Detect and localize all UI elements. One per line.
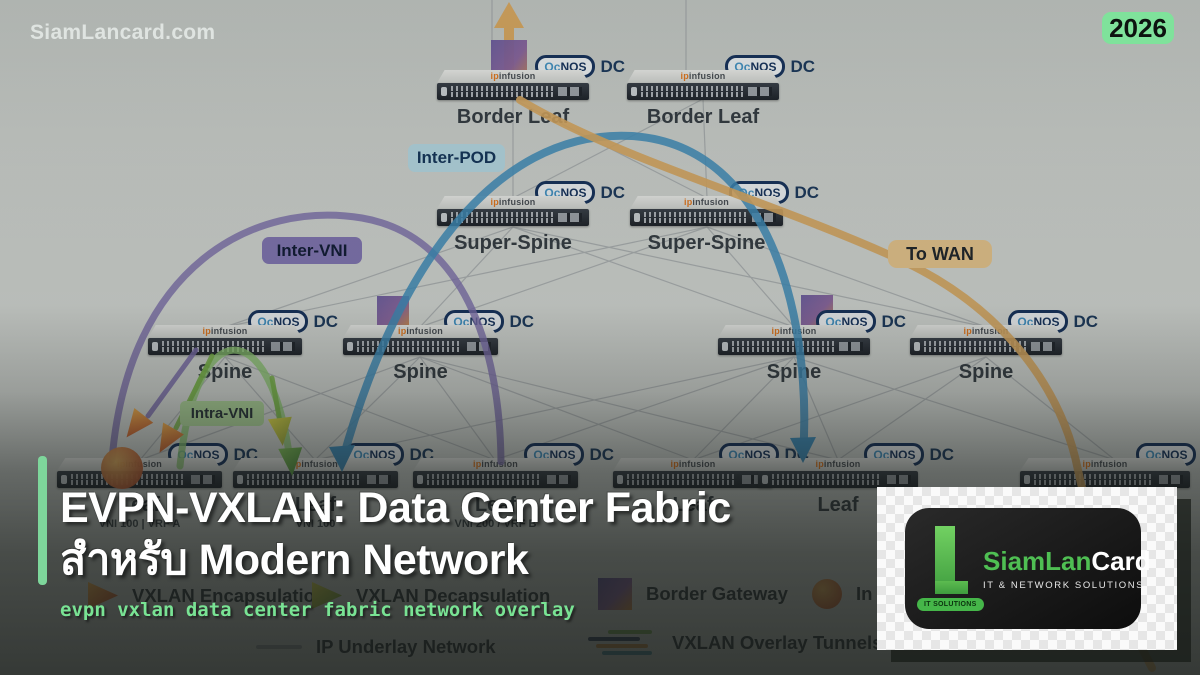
tunnel-label-intra-vni: Intra-VNI [180, 401, 264, 426]
logo-card-inner: IT SOLUTIONS SiamLanCard IT & NETWORK SO… [905, 508, 1151, 629]
inter-pod-arrow-right [790, 437, 816, 463]
it-solutions-pill: IT SOLUTIONS [917, 597, 984, 611]
tunnel-label-to-wan: To WAN [888, 240, 992, 268]
title-accent-bar [38, 456, 47, 585]
brand-tagline: IT & NETWORK SOLUTIONS [983, 580, 1145, 591]
brand-name: SiamLanCard [983, 546, 1151, 576]
title-line-2: สำหรับ Modern Network [60, 536, 529, 585]
tunnel-label-inter-pod: Inter-POD [408, 144, 505, 172]
tunnel-label-inter-vni: Inter-VNI [262, 237, 362, 264]
inter-pod-arrow-left [329, 445, 355, 472]
siamlancard-logo-mark: IT SOLUTIONS [917, 525, 984, 612]
logo-text: SiamLanCard IT & NETWORK SOLUTIONS [983, 546, 1151, 591]
watermark: SiamLancard.com [30, 21, 216, 44]
subtitle-keywords: evpn vxlan data center fabric network ov… [60, 598, 575, 621]
siamlancard-logo-card: IT SOLUTIONS SiamLanCard IT & NETWORK SO… [877, 487, 1177, 650]
vxlan-decap-arrow [278, 447, 303, 476]
tunnel-inter-pod [338, 131, 809, 466]
title-block: EVPN-VXLAN: Data Center Fabric สำหรับ Mo… [60, 482, 731, 621]
title-line-1: EVPN-VXLAN: Data Center Fabric [60, 484, 731, 532]
year-badge: 2026 [1102, 12, 1174, 44]
